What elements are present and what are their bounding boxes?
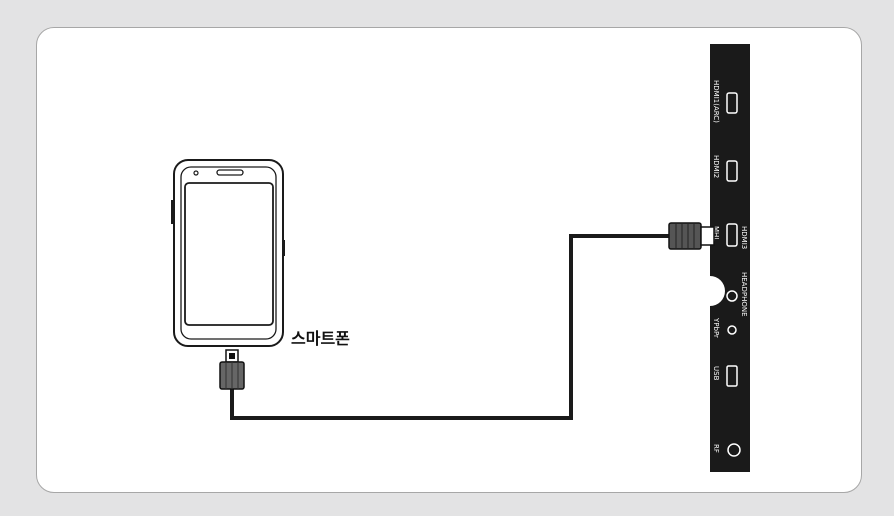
hdmi1-port-icon: [726, 92, 738, 114]
headphone-label: HEADPHONE: [740, 272, 748, 317]
hdmi3-port-icon: [726, 223, 738, 247]
ypbpr-jack-icon: [727, 325, 737, 335]
hdmi3-label: HDMI3: [740, 226, 748, 249]
hdmi-plug-icon: [668, 222, 715, 250]
hdmi1-label: HDMI1(ARC): [712, 80, 720, 123]
mhl-label: MHL: [712, 226, 720, 241]
usb-label: USB: [712, 366, 720, 381]
micro-usb-plug-icon: [219, 349, 245, 390]
rf-label: RF: [712, 444, 720, 453]
smartphone-icon: [171, 159, 285, 347]
headphone-jack-icon: [726, 290, 738, 302]
smartphone-label: 스마트폰: [291, 329, 350, 348]
mhl-cable: [230, 234, 672, 420]
usb-port-icon: [726, 365, 738, 387]
hdmi2-label: HDMI2: [712, 155, 720, 178]
rf-jack-icon: [727, 443, 741, 457]
ypbpr-label: YPbPr: [712, 317, 720, 338]
hdmi2-port-icon: [726, 160, 738, 182]
tv-side-panel: HDMI1(ARC) HDMI2 HDMI3 MHL HEADPHONE YPb…: [710, 44, 750, 472]
